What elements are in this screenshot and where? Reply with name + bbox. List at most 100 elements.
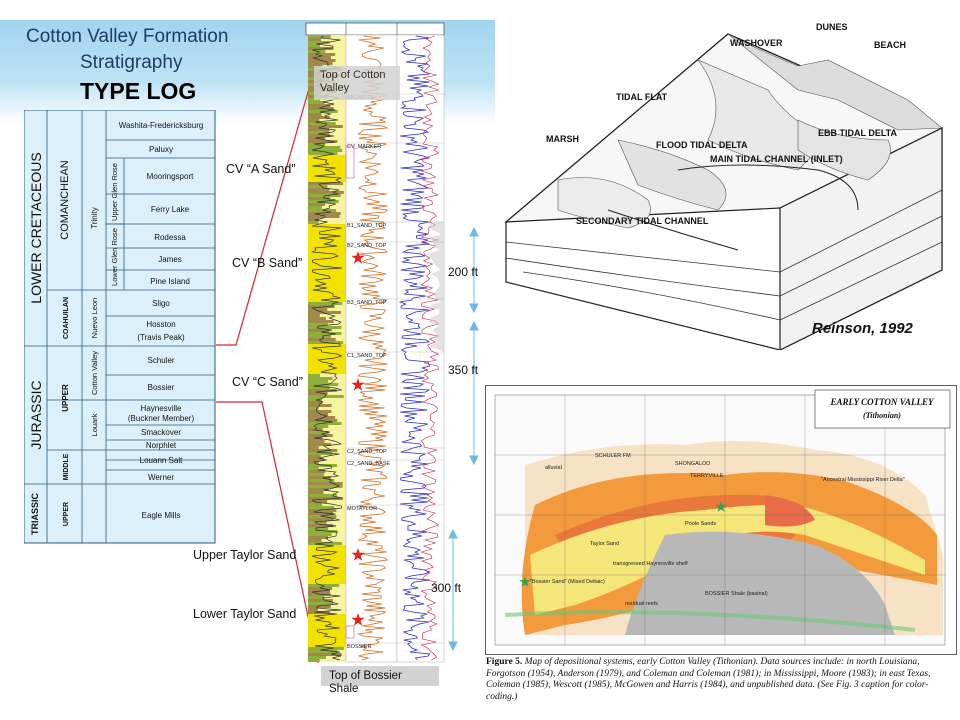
slide-title: Cotton Valley Formation Stratigraphy TYP… [26, 24, 228, 106]
neutron-curve [420, 35, 440, 661]
unit-smackover: Smackover [141, 428, 181, 437]
map-label-bossier-shale: BOSSIER Shale (basinal) [705, 591, 768, 597]
resistivity-curve [356, 35, 389, 661]
unit-bossier: Bossier [148, 383, 175, 392]
marker-b2: B2_SAND_TOP [347, 243, 387, 249]
lithology-track [308, 35, 346, 662]
callout-top-bossier: Top of Bossier Shale [321, 666, 439, 695]
unit-washita: Washita-Fredericksburg [119, 121, 204, 130]
sand-stars [351, 251, 365, 626]
label-beach: BEACH [874, 40, 906, 50]
early-cotton-valley-map: EARLY COTTON VALLEY (Tithonian) SCHULER … [485, 385, 957, 655]
label-ebb-tidal-delta: EBB TIDAL DELTA [818, 128, 897, 138]
map-label-alluvial: alluvial [545, 465, 562, 471]
star-b-sand [351, 251, 365, 264]
unit-schuler: Schuler [147, 356, 174, 365]
map-caption: Figure 5. Map of depositional systems, e… [486, 657, 954, 703]
map-label-shongaloo: SHONGALOO [675, 461, 711, 467]
marker-motaylor: MOTAYLOR [347, 506, 377, 512]
marker-b1: B1_SAND_TOP [347, 223, 387, 229]
label-secondary-tidal-channel: SECONDARY TIDAL CHANNEL [576, 216, 709, 226]
label-cv-b-sand: CV “B Sand” [232, 256, 303, 270]
star-lower-taylor [351, 613, 365, 626]
unit-buckner: (Buckner Member) [128, 414, 195, 423]
callout-top-cotton-valley: Top of Cotton Valley [314, 66, 400, 100]
map-label-ancestral-delta: "Ancestral Mississippi River Delta" [821, 477, 905, 483]
map-title: EARLY COTTON VALLEY [829, 397, 935, 407]
type-log: KNOWLES CV_MARKER B1_SAND_TOP B2_SAND_TO… [305, 22, 445, 663]
stratigraphic-column: LOWER CRETACEOUS COMANCHEAN COAHUILAN JU… [24, 110, 216, 544]
map-caption-fig: Figure 5. [486, 657, 523, 667]
unit-eagle-mills: Eagle Mills [142, 511, 181, 520]
label-flood-tidal-delta: FLOOD TIDAL DELTA [656, 140, 748, 150]
unit-hosston: Hosston [146, 320, 175, 329]
era-jurassic: JURASSIC [28, 380, 44, 449]
map-subtitle: (Tithonian) [863, 411, 901, 420]
marker-c2-base: C2_SAND_BASE [347, 461, 390, 467]
label-marsh: MARSH [546, 134, 579, 144]
unit-louann-salt: Louann Salt [140, 456, 183, 465]
label-cv-a-sand: CV “A Sand” [226, 162, 296, 176]
unit-rodessa: Rodessa [154, 233, 186, 242]
unit-paluxy: Paluxy [149, 145, 173, 154]
block-diagram-credit: Reinson, 1992 [812, 320, 913, 337]
star-c-sand [351, 378, 365, 391]
subgroup-louark: Louark [90, 413, 99, 436]
map-label-residual-reefs: residual reefs [625, 601, 658, 607]
interval-300ft: 300 ft [431, 581, 462, 595]
map-star-east [715, 501, 727, 512]
unit-ferry-lake: Ferry Lake [151, 205, 190, 214]
unit-mooringsport: Mooringsport [147, 172, 194, 181]
map-caption-text: Map of depositional systems, early Cotto… [486, 657, 931, 702]
group-comanchean: COMANCHEAN [59, 160, 71, 240]
unit-norphlet: Norphlet [146, 441, 177, 450]
marker-c1: C1_SAND_TOP [347, 353, 387, 359]
unit-sligo: Sligo [152, 299, 170, 308]
subgroup-nuevo-leon: Nuevo Leon [90, 298, 99, 338]
label-washover: WASHOVER [730, 38, 783, 48]
interval-350ft: 350 ft [448, 363, 479, 377]
subgroup-lower-glen-rose: Lower Glen Rose [110, 228, 119, 286]
group-middle-jurassic: MIDDLE [63, 453, 70, 480]
map-label-haynesville-shelf: transgressed Haynesville shelf [613, 561, 688, 567]
tidal-inlet-block-diagram: WASHOVER DUNES BEACH TIDAL FLAT MARSH FL… [504, 22, 944, 350]
gamma-ray-curve [311, 35, 343, 661]
group-upper-jurassic: UPPER [61, 384, 70, 412]
star-upper-taylor [351, 548, 365, 561]
title-line-2: Stratigraphy [80, 52, 183, 73]
subgroup-upper-glen-rose: Upper Glen Rose [110, 163, 119, 221]
marker-bossier: BOSSIER [347, 644, 371, 650]
map-label-bossier-sand: "Bossier Sand" (Mixed Deltaic) [530, 579, 605, 585]
label-lower-taylor: Lower Taylor Sand [193, 607, 297, 621]
map-label-taylor-sand: Taylor Sand [590, 541, 619, 547]
label-tidal-flat: TIDAL FLAT [616, 92, 668, 102]
label-dunes: DUNES [816, 22, 848, 32]
marker-b3: B3_SAND_TOP [347, 300, 387, 306]
era-triassic: TRIASSIC [30, 493, 40, 536]
title-line-1: Cotton Valley Formation [26, 26, 229, 47]
unit-werner: Werner [148, 473, 174, 482]
marker-cv: CV_MARKER [347, 144, 381, 150]
unit-pine-island: Pine Island [150, 277, 190, 286]
title-line-3: TYPE LOG [80, 78, 197, 104]
density-curve [398, 35, 431, 661]
unit-travis-peak: (Travis Peak) [137, 333, 185, 342]
map-label-schuler: SCHULER FM [595, 453, 631, 459]
unit-haynesville: Haynesville [141, 404, 182, 413]
group-upper-triassic: UPPER [63, 502, 70, 526]
subgroup-cotton-valley: Cotton Valley [90, 351, 99, 395]
era-lower-cretaceous: LOWER CRETACEOUS [28, 152, 44, 303]
subgroup-trinity: Trinity [90, 207, 99, 228]
group-coahuilan: COAHUILAN [63, 297, 70, 339]
crossover-fill [427, 222, 444, 352]
label-cv-c-sand: CV “C Sand” [232, 375, 303, 389]
marker-c2-top: C2_SAND_TOP [347, 449, 387, 455]
label-main-tidal-channel: MAIN TIDAL CHANNEL (INLET) [710, 154, 843, 164]
unit-james: James [158, 255, 182, 264]
map-star-west [519, 576, 531, 587]
map-label-poole-sands: Poole Sands [685, 521, 716, 527]
label-upper-taylor: Upper Taylor Sand [193, 548, 297, 562]
